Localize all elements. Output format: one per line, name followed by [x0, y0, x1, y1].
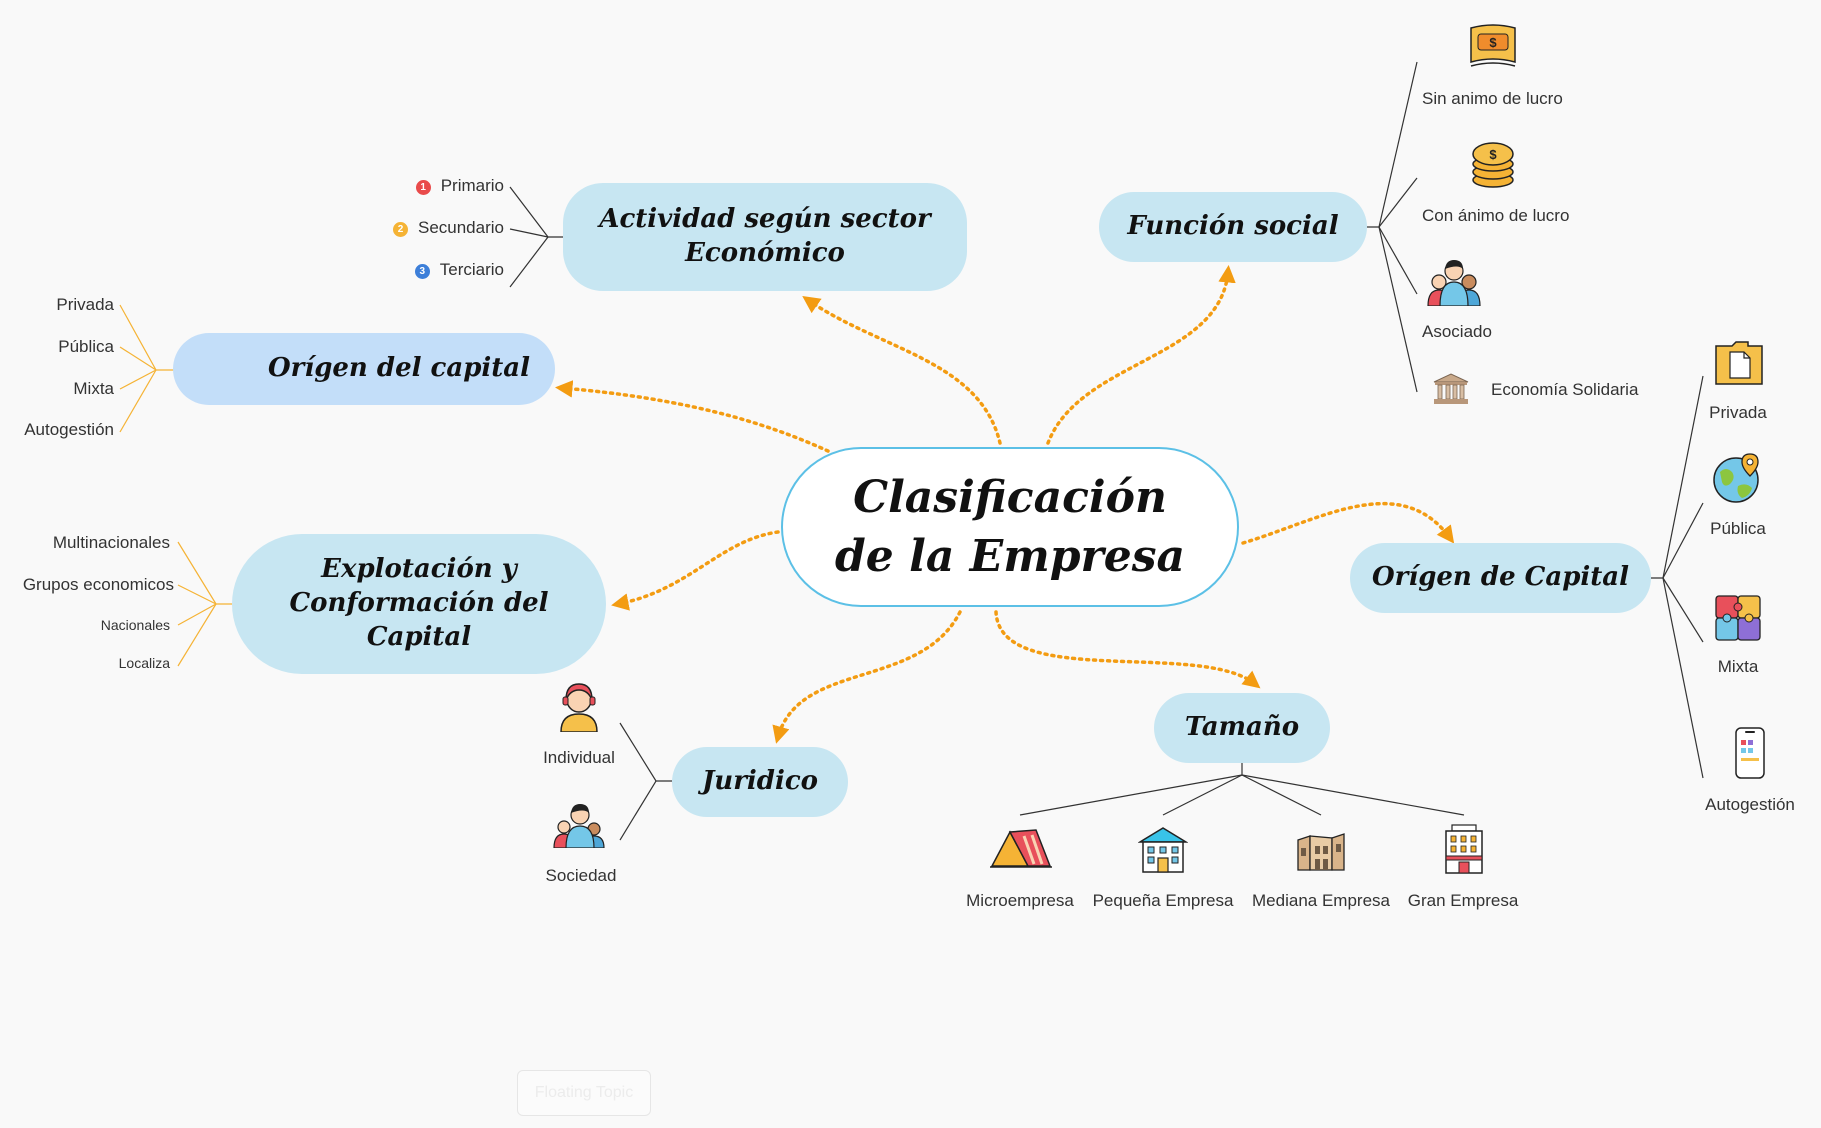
topic-juridico[interactable]: Juridico	[672, 747, 848, 817]
tent-icon	[990, 829, 1052, 868]
subtopic-con-animo-de-lucro[interactable]: Con ánimo de lucro	[1422, 206, 1570, 225]
subtopic-grupos-economicos[interactable]: Grupos economicos	[22, 575, 174, 594]
subtopic-microempresa[interactable]: Microempresa	[966, 891, 1074, 910]
topic-tamano[interactable]: Tamaño	[1154, 693, 1330, 763]
subtopic-sociedad[interactable]: Sociedad	[545, 866, 617, 885]
svg-text:$: $	[1489, 147, 1497, 162]
central-title-line2: de la Empresa	[835, 531, 1185, 582]
phone-icon	[1735, 727, 1765, 779]
hotel-icon	[1445, 824, 1483, 874]
origen-capital-right-title: Orígen de Capital	[1371, 562, 1629, 593]
actividad-title-line2: Económico	[685, 238, 845, 268]
explotacion-title-line1: Explotación y	[321, 554, 517, 585]
explotacion-title-line3: Capital	[366, 621, 472, 652]
subtopic-autogestion-left[interactable]: Autogestión	[24, 420, 114, 439]
number-1-icon: 1	[415, 180, 431, 195]
arrow-to-actividad	[802, 296, 1002, 445]
subtopic-asociado[interactable]: Asociado	[1422, 322, 1492, 341]
subtopic-localiza[interactable]: Localiza	[118, 655, 170, 671]
museum-icon	[1433, 373, 1469, 404]
explotacion-title-line2: Conformación del	[289, 588, 549, 619]
tamano-title: Tamaño	[1184, 712, 1300, 743]
juridico-title: Juridico	[701, 766, 818, 797]
svg-text:$: $	[1489, 35, 1497, 50]
puzzle-icon	[1715, 595, 1761, 641]
house-icon	[1138, 827, 1188, 873]
ruins-icon	[1297, 833, 1345, 871]
arrow-to-funcion-social	[1046, 265, 1236, 445]
arrow-to-explotacion	[611, 530, 780, 611]
actividad-title-line1: Actividad según sector	[599, 204, 931, 235]
subtopic-sin-animo-de-lucro[interactable]: Sin animo de lucro	[1422, 89, 1563, 108]
coins-icon: $	[1472, 142, 1514, 188]
subtopic-publica-right[interactable]: Pública	[1710, 519, 1766, 538]
number-3-icon: 3	[414, 264, 430, 279]
central-title-line1: Clasificación	[853, 471, 1167, 523]
topic-actividad[interactable]: Actividad según sector Económico	[563, 183, 967, 291]
number-2-icon: 2	[392, 222, 408, 237]
subtopic-mixta-left[interactable]: Mixta	[73, 379, 114, 398]
subtopic-privada-left[interactable]: Privada	[56, 295, 114, 314]
funcion-social-title: Función social	[1127, 211, 1339, 242]
subtopic-economia-solidaria[interactable]: Economía Solidaria	[1491, 380, 1639, 399]
floating-topic[interactable]: Floating Topic	[517, 1070, 651, 1116]
central-topic[interactable]: Clasificación de la Empresa	[781, 447, 1239, 607]
arrow-to-origen-capital-right	[1241, 501, 1455, 545]
person-icon	[560, 683, 598, 732]
subtopic-autogestion-right[interactable]: Autogestión	[1705, 795, 1795, 814]
family-icon	[553, 804, 605, 848]
subtopic-mixta-right[interactable]: Mixta	[1717, 657, 1759, 676]
banknote-icon: $	[1470, 24, 1516, 67]
folder-icon	[1715, 341, 1763, 385]
topic-funcion-social[interactable]: Función social	[1099, 192, 1367, 262]
subtopic-publica-left[interactable]: Pública	[58, 337, 114, 356]
people-icon	[1427, 260, 1481, 306]
subtopic-privada-right[interactable]: Privada	[1709, 403, 1767, 422]
topic-explotacion[interactable]: Explotación y Conformación del Capital	[232, 534, 606, 674]
subtopic-multinacionales[interactable]: Multinacionales	[52, 533, 170, 552]
globe-pin-icon	[1713, 453, 1759, 503]
topic-origen-capital-left[interactable]: Orígen del capital	[173, 333, 555, 405]
topic-origen-capital-right[interactable]: Orígen de Capital	[1350, 543, 1651, 613]
subtopic-gran-empresa[interactable]: Gran Empresa	[1407, 891, 1519, 910]
origen-capital-left-title: Orígen del capital	[267, 353, 531, 384]
subtopic-nacionales[interactable]: Nacionales	[100, 617, 170, 633]
arrow-to-juridico	[772, 610, 962, 744]
subtopic-pequena-empresa[interactable]: Pequeña Empresa	[1092, 891, 1234, 910]
arrow-to-tamano	[994, 610, 1261, 689]
subtopic-individual[interactable]: Individual	[543, 748, 615, 767]
arrow-to-origen-capital-left	[555, 380, 830, 453]
subtopic-mediana-empresa[interactable]: Mediana Empresa	[1252, 891, 1390, 910]
